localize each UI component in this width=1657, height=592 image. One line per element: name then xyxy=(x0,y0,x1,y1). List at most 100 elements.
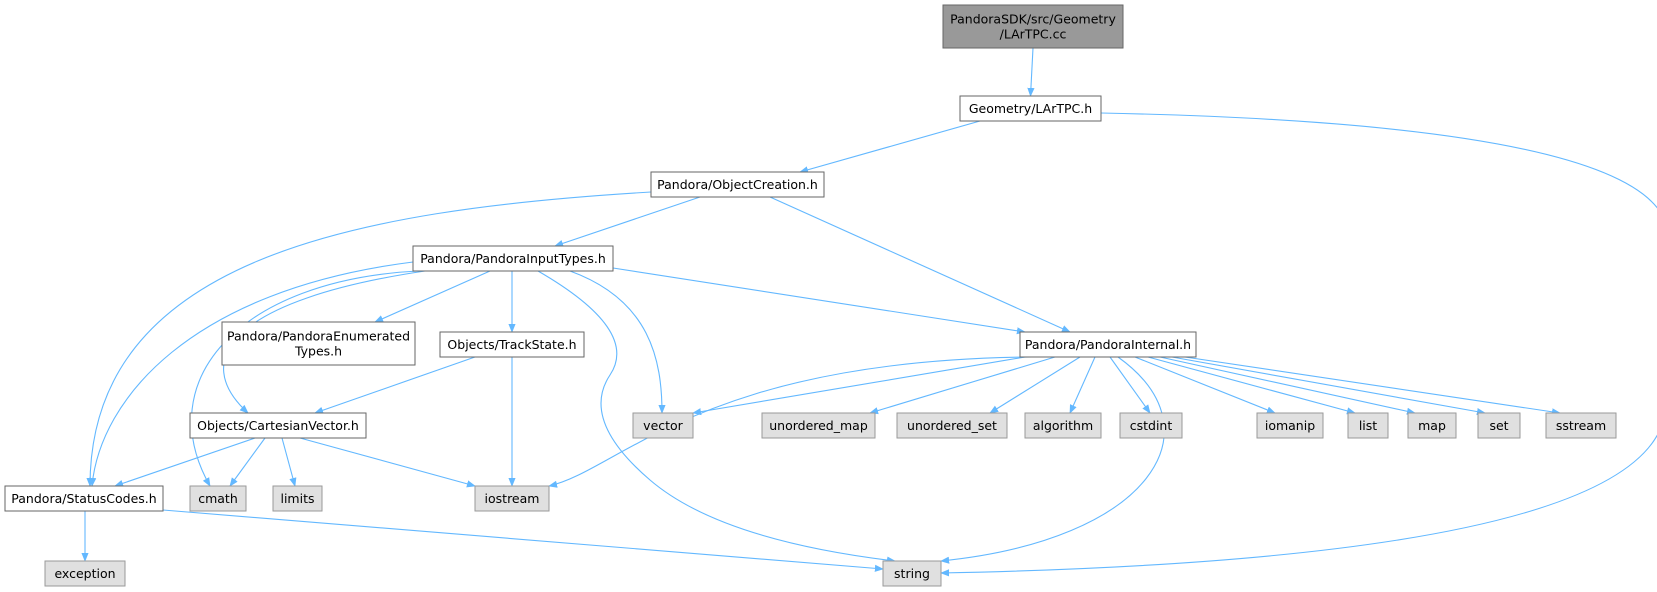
node-objectcreation-h[interactable]: Pandora/ObjectCreation.h xyxy=(650,171,825,198)
edge-cartesianvector_h-to-statuscodes_h xyxy=(114,437,256,487)
edge-objectcreation_h-to-pandorainputtypes_h xyxy=(554,196,701,247)
node-lartpc-cc[interactable]: PandoraSDK/src/Geometry/LArTPC.cc xyxy=(942,4,1124,49)
node-cmath: cmath xyxy=(189,485,247,512)
node-label: Pandora/PandoraInternal.h xyxy=(1025,337,1191,352)
edge-pandorainputtypes_h-to-statuscodes_h xyxy=(89,261,414,487)
node-cartesianvector-h[interactable]: Objects/CartesianVector.h xyxy=(189,412,367,439)
node-map: map xyxy=(1407,412,1457,439)
edge-cartesianvector_h-to-iostream xyxy=(299,437,476,488)
node-box xyxy=(1407,412,1457,439)
node-box xyxy=(412,245,614,272)
node-unordered-map: unordered_map xyxy=(761,412,876,439)
node-set: set xyxy=(1477,412,1521,439)
node-box xyxy=(1024,412,1102,439)
node-box xyxy=(1545,412,1617,439)
node-box xyxy=(959,95,1102,122)
node-box xyxy=(942,4,1124,49)
node-box xyxy=(1019,331,1197,358)
node-box xyxy=(44,560,126,587)
node-label: unordered_map xyxy=(769,418,868,433)
edge-pandorainternal_h-to-algorithm xyxy=(1069,356,1096,414)
edge-pandorainputtypes_h-to-pandoraenumeratedtypes_h xyxy=(374,270,491,323)
edge-pandorainternal_h-to-iomanip xyxy=(1134,356,1276,414)
edge-pandorainternal_h-to-unordered_map xyxy=(869,356,1056,415)
edge-pandorainternal_h-to-list xyxy=(1147,356,1356,415)
node-box xyxy=(761,412,876,439)
edge-pandorainputtypes_h-to-string xyxy=(537,270,896,564)
node-unordered-set: unordered_set xyxy=(896,412,1008,439)
edge-pandorainternal_h-to-cstdint xyxy=(1109,356,1151,414)
node-label: vector xyxy=(643,418,684,433)
node-sstream: sstream xyxy=(1545,412,1617,439)
node-statuscodes-h[interactable]: Pandora/StatusCodes.h xyxy=(4,485,164,512)
node-label: Pandora/StatusCodes.h xyxy=(11,491,156,506)
node-box xyxy=(474,485,550,512)
node-label: PandoraSDK/src/Geometry xyxy=(950,12,1116,27)
node-iomanip: iomanip xyxy=(1256,412,1324,439)
node-pandorainputtypes-h[interactable]: Pandora/PandoraInputTypes.h xyxy=(412,245,614,272)
edge-pandorainternal_h-to-map xyxy=(1159,356,1416,415)
edge-pandorainputtypes_h-to-pandorainternal_h xyxy=(612,267,1026,335)
node-label: Pandora/ObjectCreation.h xyxy=(657,177,818,192)
edge-pandorainputtypes_h-to-cmath xyxy=(191,270,419,487)
node-box xyxy=(632,412,694,439)
edge-objectcreation_h-to-pandorainternal_h xyxy=(769,196,1071,333)
node-box xyxy=(221,321,416,366)
node-trackstate-h[interactable]: Objects/TrackState.h xyxy=(439,331,585,358)
node-box xyxy=(4,485,164,512)
edge-statuscodes_h-to-string xyxy=(162,509,884,572)
node-string: string xyxy=(882,560,942,587)
node-label: set xyxy=(1489,418,1508,433)
edge-lartpc_cc-to-lartpc_h xyxy=(1027,47,1035,97)
node-algorithm: algorithm xyxy=(1024,412,1102,439)
node-vector: vector xyxy=(632,412,694,439)
edge-pandorainternal_h-to-string xyxy=(940,356,1165,564)
node-label: Objects/CartesianVector.h xyxy=(197,418,359,433)
node-box xyxy=(650,171,825,198)
edge-cartesianvector_h-to-cmath xyxy=(229,437,266,487)
edge-trackstate_h-to-cartesianvector_h xyxy=(314,356,476,414)
node-label: unordered_set xyxy=(907,418,997,433)
node-label: Pandora/PandoraInputTypes.h xyxy=(420,251,606,266)
edge-objectcreation_h-to-statuscodes_h xyxy=(86,191,652,487)
node-label: Objects/TrackState.h xyxy=(447,337,576,352)
node-label: exception xyxy=(54,566,115,581)
node-label: cstdint xyxy=(1130,418,1173,433)
node-label: sstream xyxy=(1556,418,1606,433)
node-box xyxy=(439,331,585,358)
node-list: list xyxy=(1347,412,1389,439)
node-label: Pandora/PandoraEnumerated xyxy=(227,329,410,344)
edge-pandorainternal_h-to-unordered_set xyxy=(989,356,1081,414)
node-box xyxy=(896,412,1008,439)
edge-pandorainternal_h-to-vector xyxy=(692,356,1026,416)
node-label: cmath xyxy=(198,491,238,506)
node-exception: exception xyxy=(44,560,126,587)
edge-pandorainternal_h-to-set xyxy=(1171,356,1486,416)
node-box xyxy=(272,485,323,512)
node-label: Types.h xyxy=(294,344,342,359)
node-pandorainternal-h[interactable]: Pandora/PandoraInternal.h xyxy=(1019,331,1197,358)
node-lartpc-h[interactable]: Geometry/LArTPC.h xyxy=(959,95,1102,122)
edge-lartpc_h-to-string xyxy=(940,112,1657,577)
node-iostream: iostream xyxy=(474,485,550,512)
node-label: list xyxy=(1359,418,1377,433)
node-limits: limits xyxy=(272,485,323,512)
edge-lartpc_h-to-objectcreation_h xyxy=(799,120,981,174)
node-label: limits xyxy=(280,491,314,506)
node-label: /LArTPC.cc xyxy=(1000,27,1067,42)
node-box xyxy=(1347,412,1389,439)
node-box xyxy=(1256,412,1324,439)
node-label: string xyxy=(894,566,930,581)
node-label: Geometry/LArTPC.h xyxy=(969,101,1092,116)
edge-pandorainputtypes_h-to-vector xyxy=(569,270,666,414)
node-cstdint: cstdint xyxy=(1119,412,1183,439)
edge-cartesianvector_h-to-limits xyxy=(281,437,297,487)
node-box xyxy=(189,485,247,512)
node-box xyxy=(882,560,942,587)
node-box xyxy=(189,412,367,439)
node-label: iomanip xyxy=(1265,418,1315,433)
node-box xyxy=(1477,412,1521,439)
node-label: algorithm xyxy=(1033,418,1093,433)
